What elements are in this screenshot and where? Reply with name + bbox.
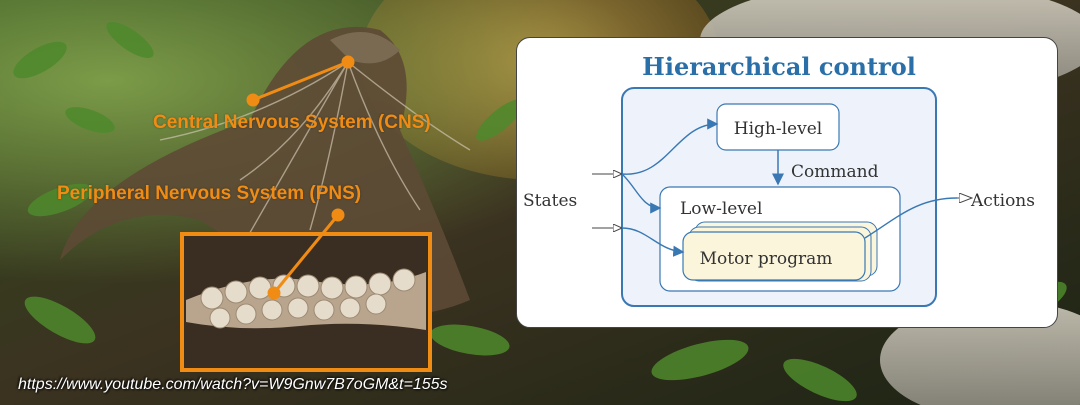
flow-to-low-level (621, 173, 662, 214)
diagram-title: Hierarchical control (642, 52, 916, 81)
motor-program-label: Motor program (700, 249, 833, 269)
command-label: Command (791, 162, 879, 182)
high-level-label: High-level (734, 119, 822, 139)
low-level-label: Low-level (680, 199, 762, 219)
actions-label: Actions (970, 191, 1035, 211)
states-label: States (523, 191, 577, 211)
pns-label: Peripheral Nervous System (PNS) (57, 183, 362, 204)
hierarchical-control-diagram: Hierarchical control High-level Command … (516, 37, 1058, 328)
flow-to-actions (864, 197, 958, 239)
source-url[interactable]: https://www.youtube.com/watch?v=W9Gnw7B7… (18, 376, 448, 393)
flow-to-motor-program (621, 227, 685, 257)
cns-label: Central Nervous System (CNS) (153, 112, 431, 133)
flow-to-high-level (621, 118, 719, 175)
